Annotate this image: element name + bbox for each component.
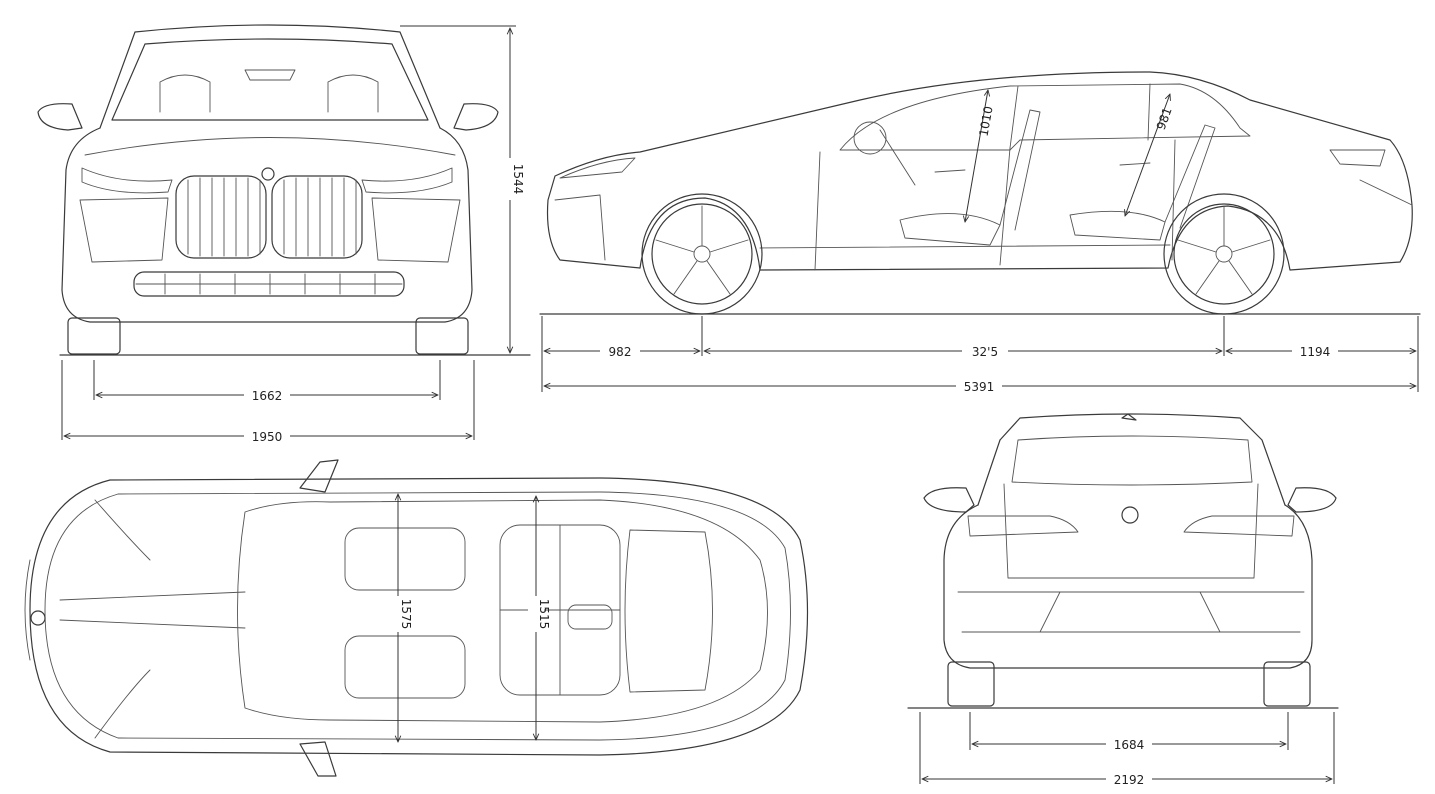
front-dimensions: 1662 1950 1544 [61,25,525,444]
rear-total-width-label: 2192 [1114,773,1145,787]
wheelbase-label: 32'5 [972,345,998,359]
rear-overhang-label: 1194 [1300,345,1331,359]
side-view [539,71,1421,315]
mirror-rear-right-icon [1287,487,1337,513]
headroom-front-label: 1010 [977,105,996,138]
front-total-width-label: 1950 [252,430,283,444]
kidney-grille-icon [175,175,363,259]
rear-dimensions: 1684 2192 [919,712,1335,787]
shoulder-rear-label: 1515 [537,599,551,630]
top-dimensions: 1575 1515 [390,494,551,742]
bmw-logo-icon [261,167,275,181]
mirror-top-right-icon [299,741,337,777]
front-track-label: 1662 [252,389,283,403]
rear-track-label: 1684 [1114,738,1145,752]
shoulder-front-label: 1575 [399,599,413,630]
bmw-logo-rear-icon [1121,506,1139,524]
top-view [24,459,809,777]
rear-view [907,413,1339,709]
mirror-left-icon [37,103,83,131]
bmw-logo-top-icon [30,610,46,626]
rear-wheel-icon [1163,193,1285,315]
mirror-rear-left-icon [923,487,975,513]
front-wheel-icon [641,193,763,315]
mirror-right-icon [453,103,499,131]
side-dimensions: 982 32'5 1194 5391 1010 981 [541,90,1419,394]
mirror-top-left-icon [299,459,339,493]
front-view [37,24,531,356]
height-label: 1544 [511,164,525,195]
headroom-rear-label: 981 [1154,105,1175,131]
length-label: 5391 [964,380,995,394]
front-overhang-label: 982 [609,345,632,359]
